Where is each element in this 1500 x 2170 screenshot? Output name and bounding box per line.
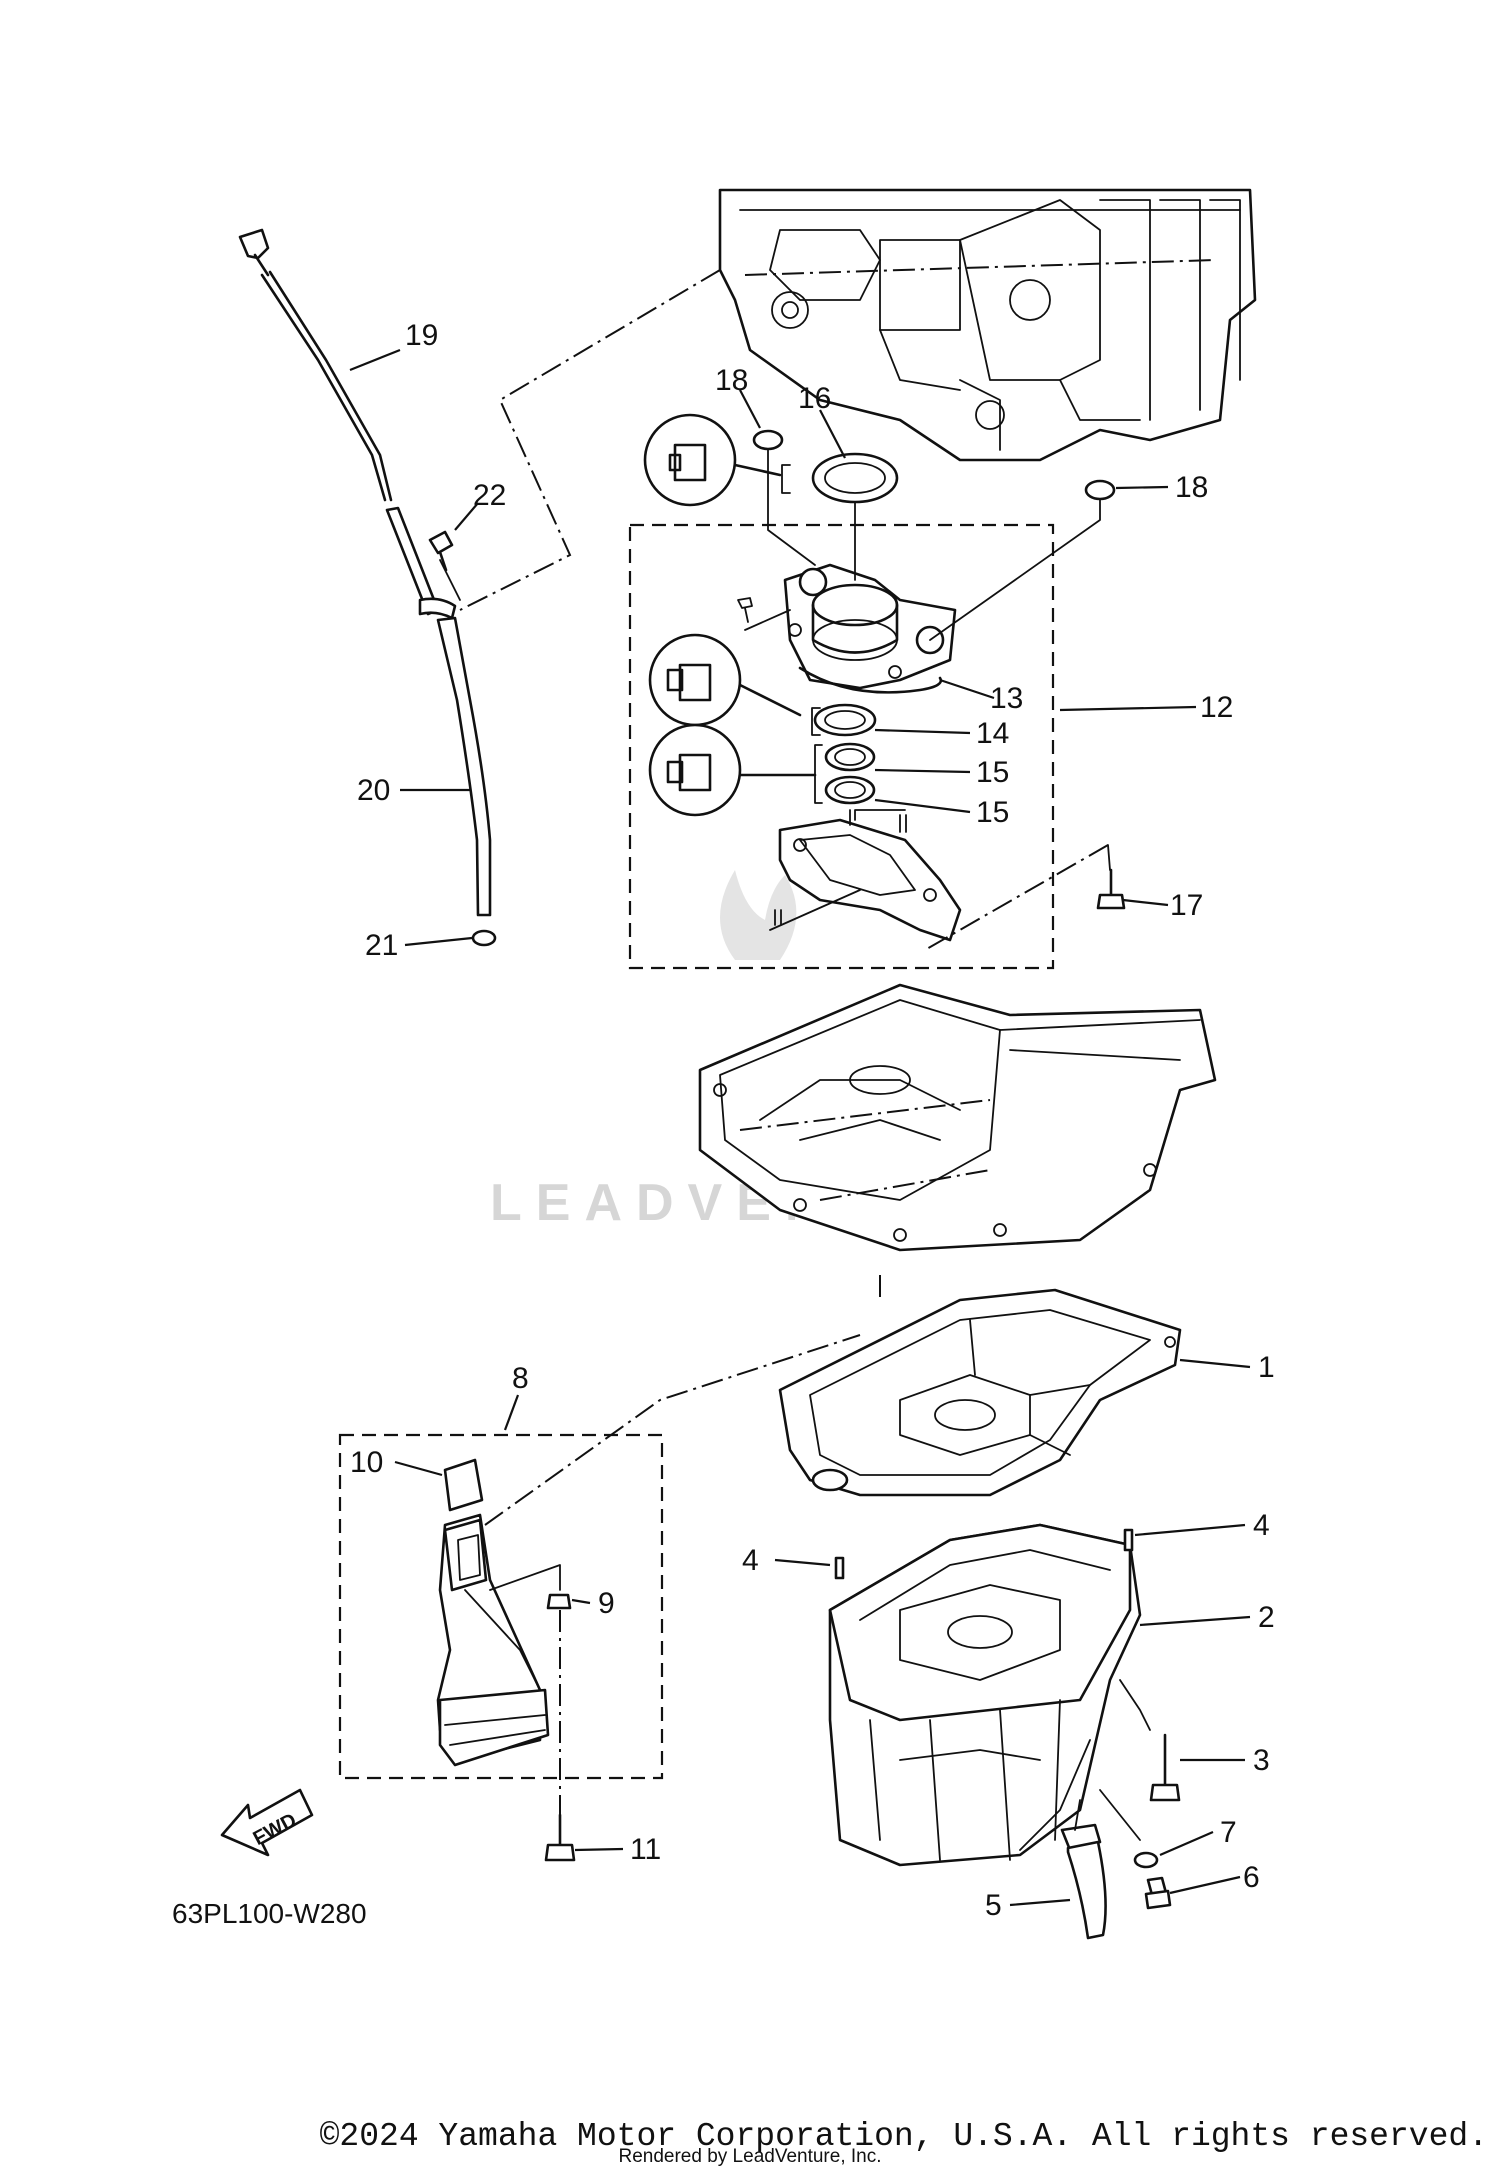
callout-4-right: 4 bbox=[1253, 1509, 1270, 1542]
callout-18-right: 18 bbox=[1175, 471, 1208, 504]
seal-housing-upper bbox=[737, 429, 1116, 694]
dipstick-assembly bbox=[238, 228, 497, 947]
oil-pan-2 bbox=[828, 1523, 1181, 1940]
callout-19: 19 bbox=[405, 319, 438, 352]
callout-13: 13 bbox=[990, 682, 1023, 715]
group-box-12 bbox=[628, 523, 1055, 970]
callout-10: 10 bbox=[350, 1446, 383, 1479]
callout-18-left: 18 bbox=[715, 364, 748, 397]
callout-15-lower: 15 bbox=[976, 796, 1009, 829]
leader-block-to-dipstick bbox=[459, 269, 721, 611]
copyright-notice: ©2024 Yamaha Motor Corporation, U.S.A. A… bbox=[319, 2118, 1488, 2155]
callout-11: 11 bbox=[630, 1833, 661, 1866]
callout-6: 6 bbox=[1243, 1861, 1260, 1894]
rendered-by-notice: Rendered by LeadVenture, Inc. bbox=[618, 2146, 882, 2167]
callout-14: 14 bbox=[976, 717, 1009, 750]
leader-strainer-to-gasket bbox=[484, 1334, 861, 1526]
oil-seals bbox=[781, 464, 877, 805]
callout-16: 16 bbox=[798, 382, 831, 415]
callout-15-upper: 15 bbox=[976, 756, 1009, 789]
seal-detail-bubbles bbox=[643, 413, 817, 817]
bolt-17 bbox=[924, 844, 1126, 951]
fwd-arrow: FWD bbox=[220, 1788, 314, 1857]
oil-strainer bbox=[436, 1458, 576, 1862]
callout-1: 1 bbox=[1258, 1351, 1275, 1384]
callout-leaders bbox=[349, 348, 1251, 1907]
callout-3: 3 bbox=[1253, 1744, 1270, 1777]
callout-21: 21 bbox=[365, 929, 398, 962]
callout-2: 2 bbox=[1258, 1601, 1275, 1634]
callout-4-left: 4 bbox=[742, 1544, 759, 1577]
callout-8: 8 bbox=[512, 1362, 529, 1395]
callout-22: 22 bbox=[473, 479, 506, 512]
callout-9: 9 bbox=[598, 1587, 615, 1620]
callout-20: 20 bbox=[357, 774, 390, 807]
gasket-1 bbox=[778, 1288, 1182, 1497]
callout-12: 12 bbox=[1200, 691, 1233, 724]
callout-17: 17 bbox=[1170, 889, 1203, 922]
callout-5: 5 bbox=[985, 1889, 1002, 1922]
engine-block bbox=[718, 188, 1257, 462]
callout-labels: 1 2 3 4 4 5 6 7 8 9 10 11 12 13 14 15 15… bbox=[350, 319, 1275, 1922]
callout-7: 7 bbox=[1220, 1816, 1237, 1849]
group-box-8 bbox=[338, 1433, 664, 1780]
exhaust-guide bbox=[698, 983, 1217, 1252]
seal-housing-lower bbox=[769, 809, 962, 942]
diagram-code: 63PL100-W280 bbox=[172, 1898, 367, 1929]
